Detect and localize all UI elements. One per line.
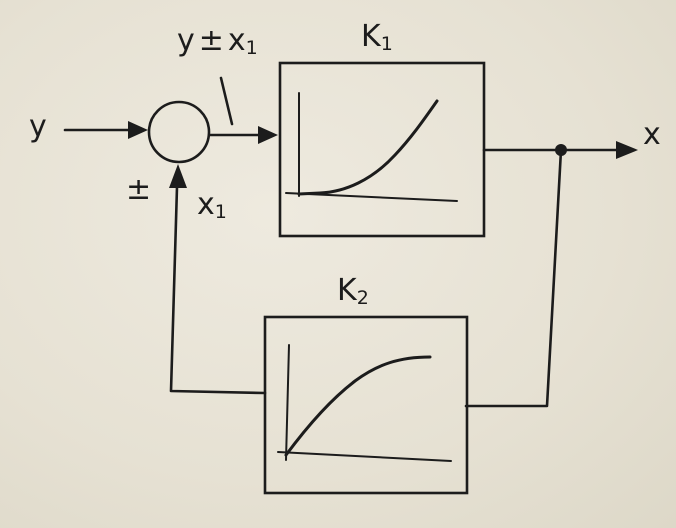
- output-arrowhead: [616, 141, 638, 159]
- sum-output-operator: ±: [198, 23, 224, 58]
- feedback-sign: ±: [126, 175, 151, 205]
- block-k1: [278, 61, 486, 238]
- sum-output-sub: 1: [245, 36, 258, 59]
- block-k2-letter: K: [337, 273, 357, 308]
- sum-output-var: x: [227, 23, 246, 58]
- output-label: x: [643, 120, 661, 150]
- sum-label-leader: [219, 76, 234, 126]
- feedback-sub: 1: [214, 200, 227, 223]
- input-label-text: y: [29, 109, 47, 144]
- k2-x-axis: [277, 451, 452, 462]
- input-label: y: [29, 112, 47, 142]
- block-k2-label: K2: [337, 276, 369, 308]
- forward-arrowhead: [258, 126, 278, 144]
- block-k1-letter: K: [361, 19, 381, 54]
- block-k2-sub: 2: [356, 286, 369, 309]
- block-k1-sub: 1: [380, 32, 393, 55]
- block-k2: [263, 315, 469, 495]
- feedback-var: x: [197, 187, 215, 222]
- summing-junction: [147, 100, 211, 164]
- k2-characteristic-curve: [284, 355, 432, 457]
- k2-y-axis: [285, 344, 290, 461]
- feedback-branch-line: [464, 148, 563, 408]
- feedback-sign-text: ±: [126, 172, 152, 207]
- sum-output-base: y: [177, 23, 195, 58]
- feedback-label: x1: [197, 190, 227, 222]
- feedback-arrowhead: [169, 164, 187, 188]
- sum-output-label: y±x1: [177, 26, 258, 58]
- k1-characteristic-curve: [297, 99, 439, 196]
- input-arrowhead: [128, 121, 148, 139]
- feedback-return-line: [169, 185, 267, 395]
- block-k1-label: K1: [361, 22, 393, 54]
- output-label-text: x: [643, 117, 661, 152]
